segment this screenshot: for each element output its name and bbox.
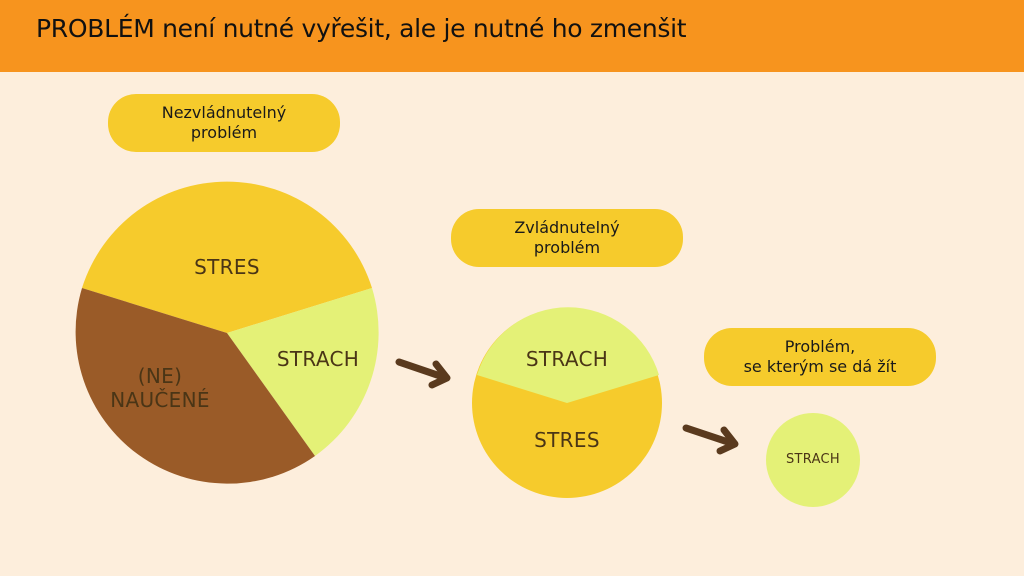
stage-label-line1: Problém,: [784, 337, 856, 356]
pie-unmanageable: [75, 181, 379, 484]
segment-label-line2: NAUČENÉ: [110, 388, 210, 412]
stage-label-line2: se kterým se dá žít: [743, 357, 897, 376]
segment-label-line1: (NE): [137, 364, 183, 388]
stage-label-unmanageable: Nezvládnutelný problém: [108, 94, 340, 152]
segment-label-stres: STRES: [194, 255, 260, 279]
stage-label-line2: problém: [190, 123, 258, 142]
stage-label-line2: problém: [533, 238, 601, 257]
stage-label-line1: Zvládnutelný: [514, 218, 620, 237]
segment-label-strach: STRACH: [276, 347, 360, 371]
pie-livable: [766, 413, 860, 507]
segment-label-strach: STRACH: [785, 452, 841, 467]
arrow-icon: [395, 358, 451, 389]
segment-label-naucene: (NE) NAUČENÉ: [100, 364, 220, 412]
stage-label-line1: Nezvládnutelný: [161, 103, 287, 122]
stage-label-livable: Problém, se kterým se dá žít: [704, 328, 936, 386]
segment-label-strach: STRACH: [525, 347, 609, 371]
header-bar: PROBLÉM není nutné vyřešit, ale je nutné…: [0, 0, 1024, 72]
pie-slice-stres: [82, 181, 372, 333]
pie-manageable: [472, 307, 662, 498]
pie-slice-strach: [227, 288, 379, 456]
arrow-icon: [682, 424, 739, 455]
segment-label-stres: STRES: [534, 428, 600, 452]
stage-label-manageable: Zvládnutelný problém: [451, 209, 683, 267]
pie-slice-strach: [477, 307, 659, 403]
pie-slice-naucene: [75, 288, 316, 484]
page-title: PROBLÉM není nutné vyřešit, ale je nutné…: [36, 14, 687, 43]
